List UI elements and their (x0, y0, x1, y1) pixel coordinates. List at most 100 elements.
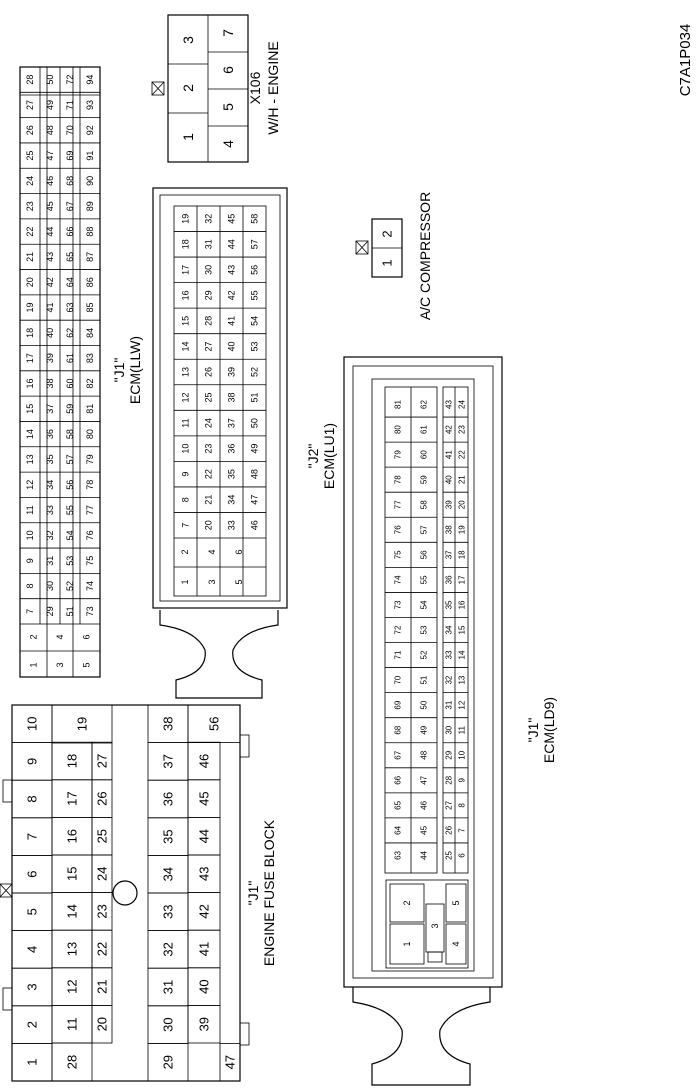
ld9-pin-66: 66 (394, 775, 403, 784)
lu1-pin-56: 56 (250, 265, 260, 275)
fuse-35: 35 (161, 829, 176, 843)
llw-pin-54: 54 (65, 530, 75, 540)
llw-pin-10: 10 (25, 530, 35, 540)
llw-pin-21: 21 (25, 252, 35, 262)
ld9-pin-1: 1 (402, 941, 412, 946)
llw-pin-86: 86 (85, 277, 95, 287)
lu1-pin-2: 2 (180, 549, 190, 554)
llw-pin-39: 39 (45, 353, 55, 363)
fuse-28: 28 (65, 1055, 80, 1069)
fuse-39: 39 (197, 1017, 212, 1031)
llw-pin-61: 61 (65, 353, 75, 363)
ac-pin-2: 2 (380, 230, 395, 237)
llw-pin-49: 49 (45, 100, 55, 110)
llw-pin-27: 27 (25, 100, 35, 110)
llw-pin-47: 47 (45, 151, 55, 161)
ld9-pin-78: 78 (394, 475, 403, 484)
llw-pin-72: 72 (65, 75, 75, 85)
lu1-pin-47: 47 (250, 495, 260, 505)
llw-pin-92: 92 (85, 125, 95, 135)
fuse-32: 32 (161, 942, 176, 956)
lu1-pin-18: 18 (181, 239, 191, 249)
llw-pin-23: 23 (25, 201, 35, 211)
llw-pin-78: 78 (85, 480, 95, 490)
llw-pin-22: 22 (25, 227, 35, 237)
lu1-pin-53: 53 (250, 341, 260, 351)
llw-pin-31: 31 (45, 556, 55, 566)
ac-latch-icon (355, 240, 369, 255)
fuse-2: 2 (25, 1021, 40, 1028)
ld9-pin-25: 25 (445, 850, 454, 859)
ld9-pin-5: 5 (451, 900, 461, 905)
ecm-lu1-name: ECM(LU1) (321, 423, 337, 489)
fuse-24: 24 (95, 867, 110, 881)
ld9-pin-47: 47 (420, 775, 429, 784)
lu1-pin-14: 14 (181, 341, 191, 351)
fuse-30: 30 (161, 1017, 176, 1031)
llw-pin-51: 51 (65, 606, 75, 616)
x106-pin-1: 1 (180, 133, 196, 141)
fuse-33: 33 (161, 905, 176, 919)
lu1-pin-34: 34 (227, 495, 237, 505)
ld9-pin-35: 35 (445, 600, 454, 609)
llw-pin-12: 12 (25, 480, 35, 490)
fuse-4: 4 (25, 946, 40, 953)
fuse-10: 10 (25, 717, 40, 731)
figure-code: C7A1P034 (677, 24, 694, 97)
lu1-pin-8: 8 (181, 497, 191, 502)
fuse-31: 31 (161, 980, 176, 994)
llw-pin-64: 64 (65, 277, 75, 287)
lu1-pin-55: 55 (250, 290, 260, 300)
ld9-pin-18: 18 (458, 550, 467, 559)
ld9-pin-74: 74 (394, 575, 403, 584)
lu1-pin-57: 57 (250, 239, 260, 249)
llw-pin-9: 9 (25, 558, 35, 563)
fuse-44: 44 (197, 829, 212, 843)
lu1-pin-6: 6 (234, 549, 244, 554)
ld9-pin-55: 55 (420, 575, 429, 584)
fuse-38: 38 (161, 717, 176, 731)
ld9-pin-26: 26 (445, 825, 454, 834)
ecm-llw-name: ECM(LLW) (127, 336, 143, 404)
ld9-pin-48: 48 (420, 750, 429, 759)
llw-pin-24: 24 (25, 176, 35, 186)
ld9-pin-24: 24 (458, 400, 467, 409)
ld9-pin-51: 51 (420, 675, 429, 684)
x106-pin-2: 2 (180, 84, 196, 92)
lu1-pin-27: 27 (204, 341, 214, 351)
llw-pin-46: 46 (45, 176, 55, 186)
fuse-47: 47 (223, 1055, 238, 1069)
ld9-pin-27: 27 (445, 800, 454, 809)
ld9-pin-69: 69 (394, 700, 403, 709)
x106-pin-7: 7 (220, 29, 236, 37)
ld9-pin-4: 4 (451, 941, 461, 946)
ld9-pin-30: 30 (445, 725, 454, 734)
llw-pin-71: 71 (65, 100, 75, 110)
fuse-block-latch-icon (0, 883, 13, 898)
lu1-pin-28: 28 (204, 316, 214, 326)
llw-pin-62: 62 (65, 328, 75, 338)
ld9-pin-56: 56 (420, 550, 429, 559)
lu1-pin-4: 4 (207, 549, 217, 554)
ld9-pin-79: 79 (394, 450, 403, 459)
llw-pin-56: 56 (65, 480, 75, 490)
fuse-5: 5 (25, 908, 40, 915)
fuse-18: 18 (65, 754, 80, 768)
llw-pin-42: 42 (45, 277, 55, 287)
llw-pin-94: 94 (85, 75, 95, 85)
lu1-pin-45: 45 (227, 214, 237, 224)
llw-pin-35: 35 (45, 454, 55, 464)
lu1-pin-13: 13 (181, 367, 191, 377)
llw-pin-6: 6 (82, 634, 92, 639)
lu1-pin-37: 37 (227, 418, 237, 428)
llw-pin-80: 80 (85, 429, 95, 439)
lu1-pin-20: 20 (204, 520, 214, 530)
llw-pin-15: 15 (25, 404, 35, 414)
llw-pin-26: 26 (25, 125, 35, 135)
llw-pin-81: 81 (85, 404, 95, 414)
llw-pin-32: 32 (45, 530, 55, 540)
llw-pin-57: 57 (65, 454, 75, 464)
lu1-pin-25: 25 (204, 393, 214, 403)
llw-pin-45: 45 (45, 201, 55, 211)
fuse-7: 7 (25, 833, 40, 840)
